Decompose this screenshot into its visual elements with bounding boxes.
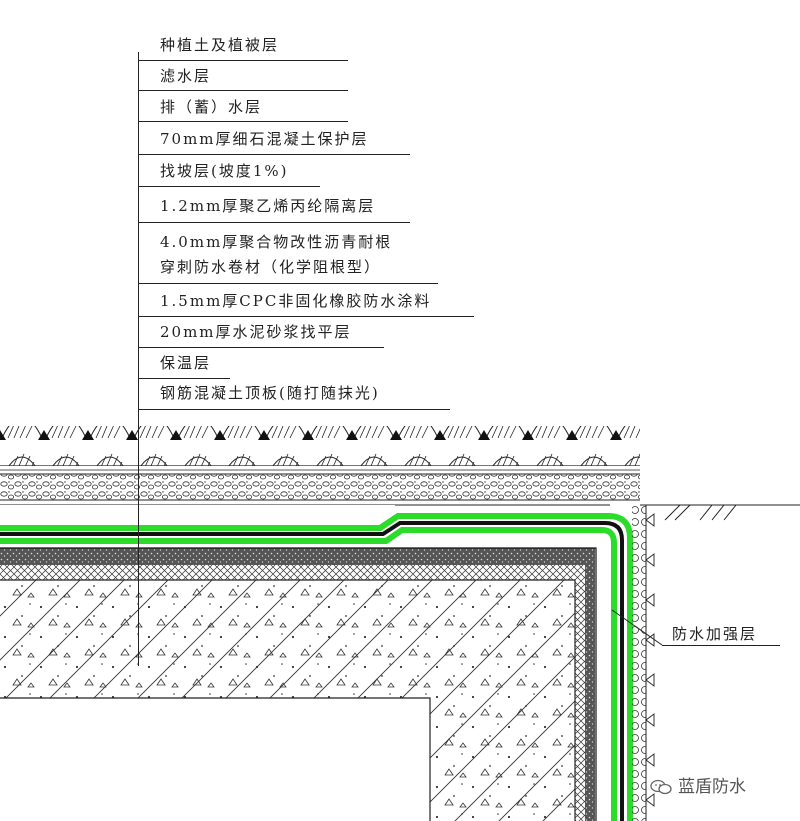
layer-label: 排（蓄）水层: [160, 98, 263, 116]
wechat-icon: [650, 779, 672, 795]
drainage-layer: [0, 474, 640, 500]
layer-underline: [138, 316, 474, 317]
layer-label: 1.2mm厚聚乙烯丙纶隔离层: [160, 197, 376, 215]
watermark: 蓝盾防水: [650, 772, 746, 797]
layer-label: 滤水层: [160, 67, 212, 85]
layer-underline: [138, 186, 320, 187]
layer-underline: [138, 409, 450, 410]
layer-label: 20mm厚水泥砂浆找平层: [160, 323, 352, 341]
layer-label: 钢筋混凝土顶板(随打随抹光): [160, 384, 380, 402]
layer-label: 找坡层(坡度1%): [160, 162, 289, 180]
layer-label: 保温层: [160, 354, 212, 372]
membrane-top: [0, 513, 633, 821]
waterproof-reinforcement-label: 防水加强层: [672, 625, 758, 643]
layer-underline: [138, 378, 230, 379]
layer-underline: [138, 347, 384, 348]
watermark-text: 蓝盾防水: [678, 777, 746, 797]
layer-underline: [138, 222, 410, 223]
layer-label: 4.0mm厚聚合物改性沥青耐根: [160, 233, 393, 251]
layer-label: 70mm厚细石混凝土保护层: [160, 130, 369, 148]
layer-label: 1.5mm厚CPC非固化橡胶防水涂料: [160, 292, 432, 310]
side-label-underline: [662, 645, 780, 646]
leader-line: [138, 52, 139, 666]
membrane-bottom: [0, 527, 617, 821]
wall-protection: [632, 505, 646, 821]
layer-underline: [138, 90, 348, 91]
layer-underline: [138, 121, 348, 122]
layer-underline: [138, 154, 410, 155]
layer-label: 穿刺防水卷材（化学阻根型）: [160, 258, 382, 276]
layer-underline: [138, 60, 348, 61]
layer-label: 种植土及植被层: [160, 36, 280, 54]
layer-underline: [138, 283, 438, 284]
planting-layer: [0, 426, 640, 466]
